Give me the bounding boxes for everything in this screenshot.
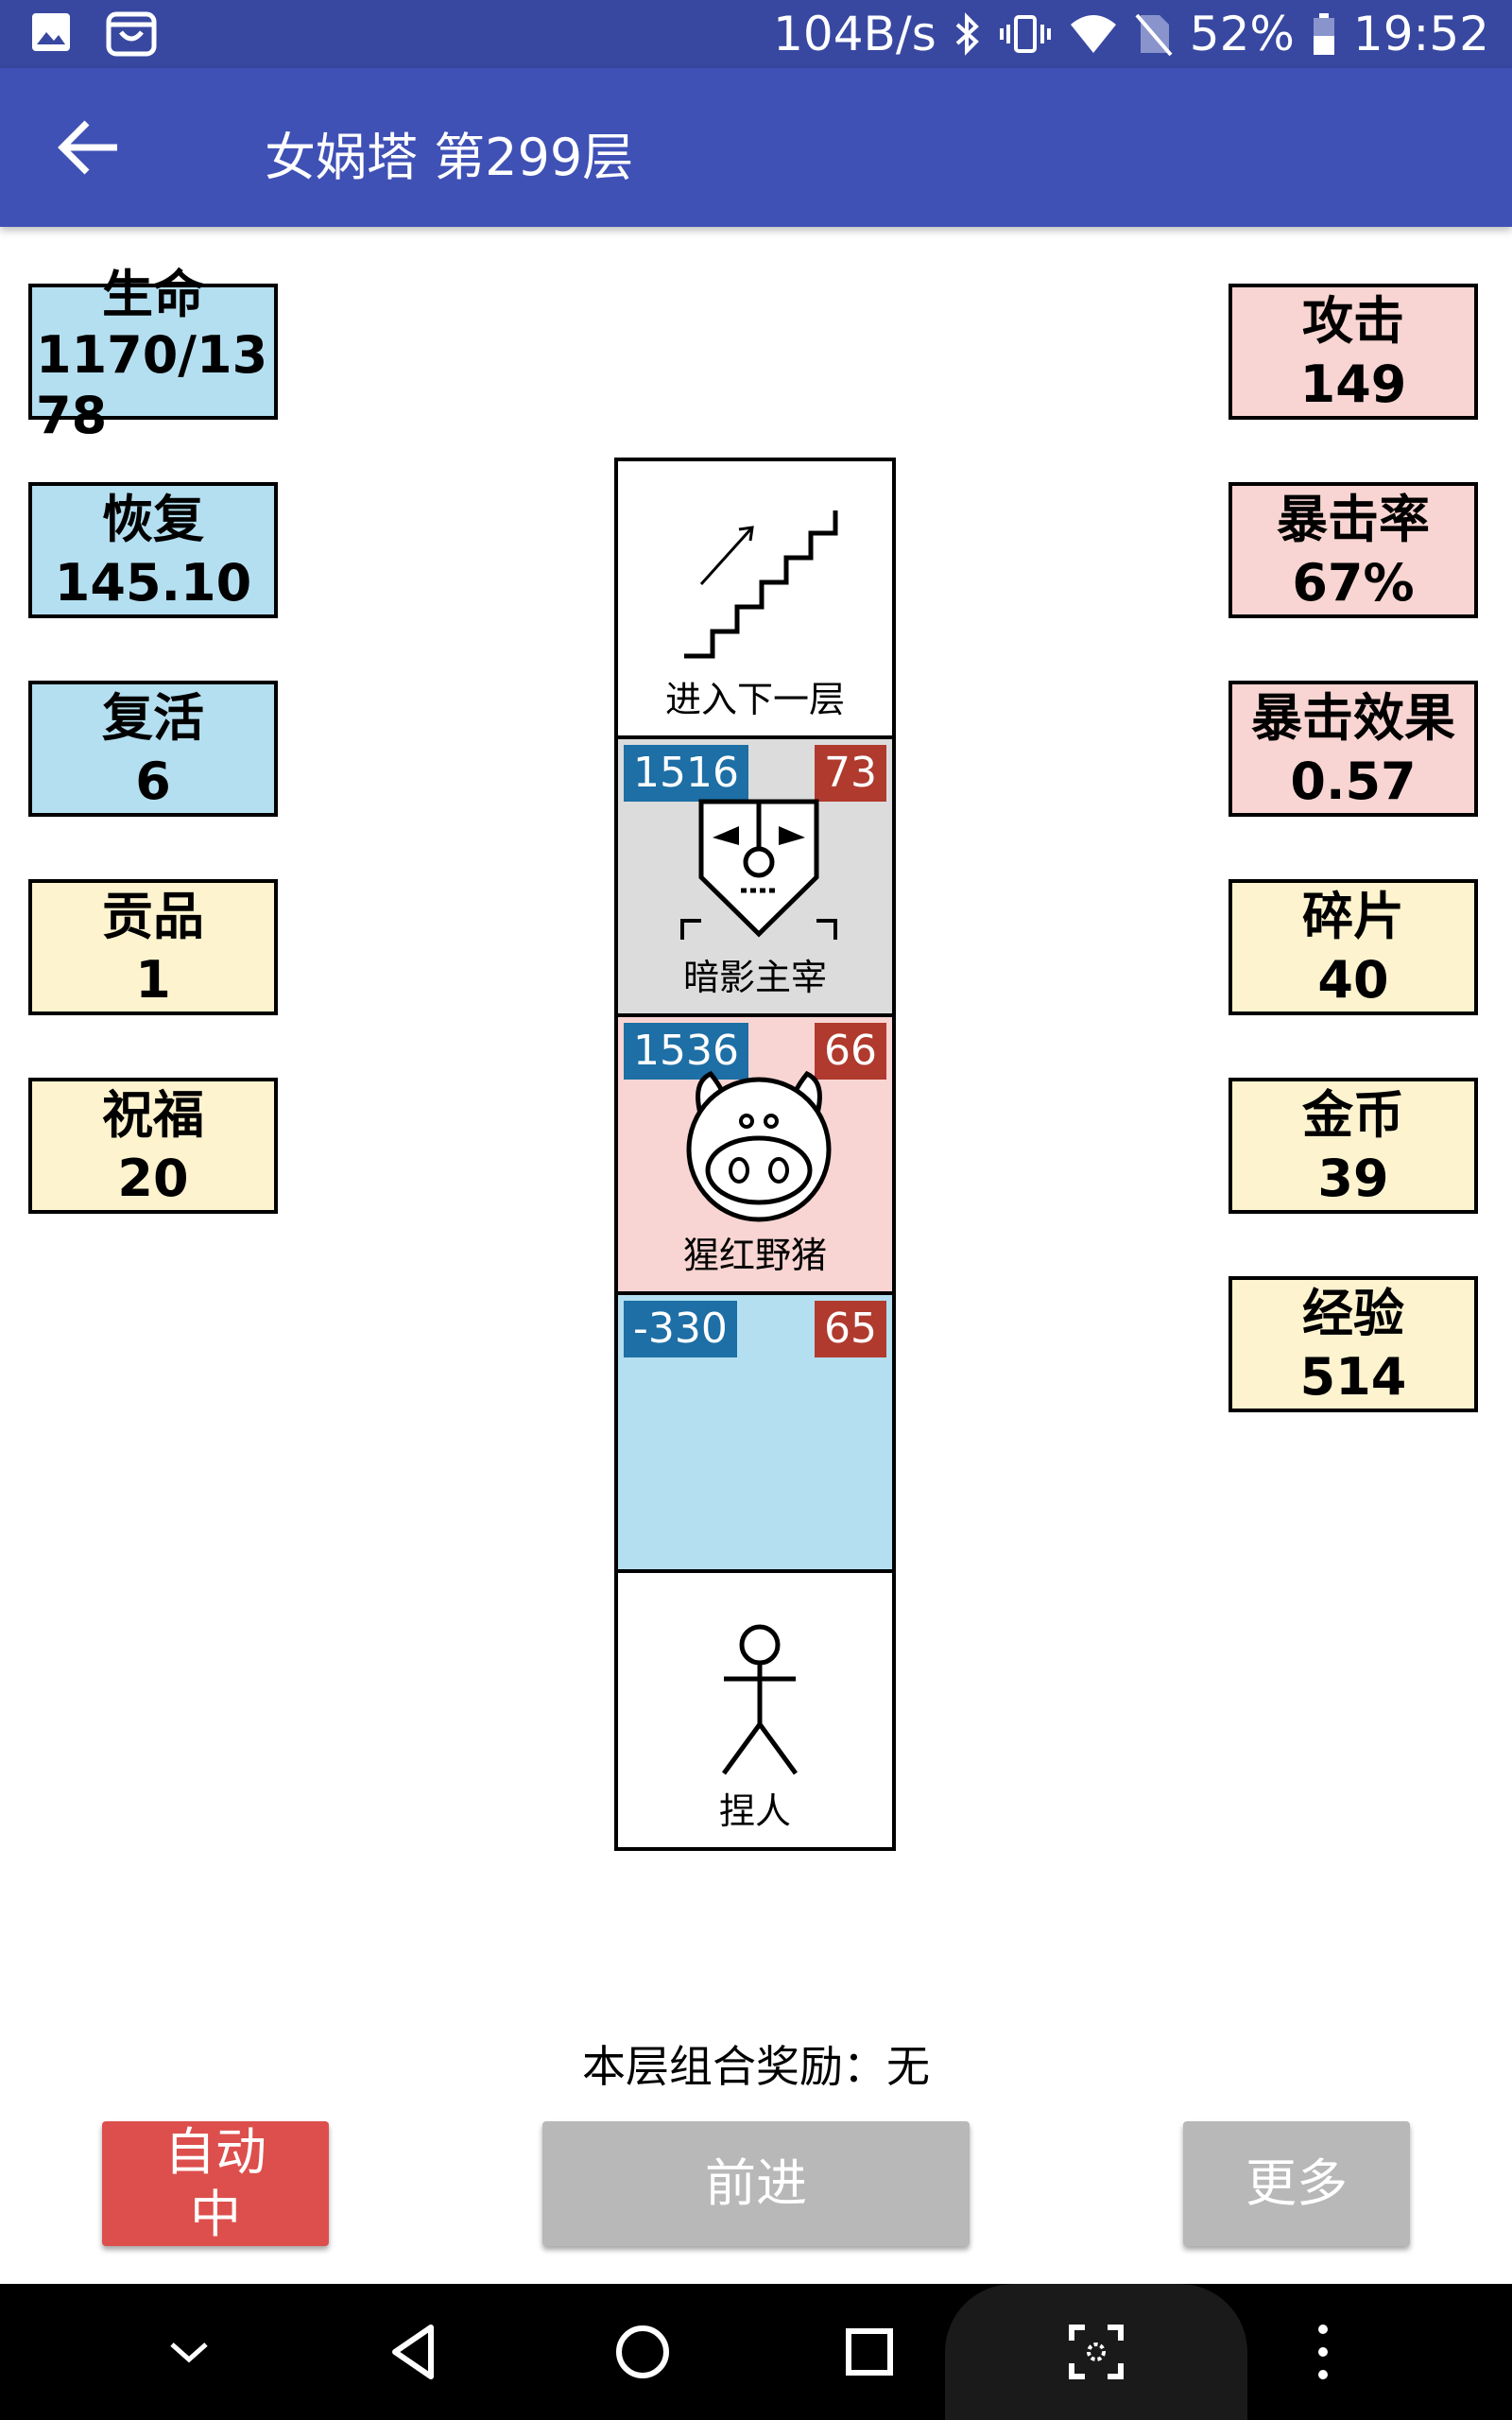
stat-label: 金币 — [1302, 1085, 1404, 1145]
stat-value: 40 — [1317, 950, 1389, 1010]
stat-value: 0.57 — [1290, 752, 1417, 811]
stat-label: 碎片 — [1302, 887, 1404, 946]
stat-value: 39 — [1317, 1149, 1389, 1208]
tower-cell-buff[interactable]: -330 65 — [614, 1291, 896, 1573]
stat-label: 贡品 — [102, 887, 204, 946]
enemy-name: 暗影主宰 — [682, 957, 827, 998]
tower-cell-enemy-2[interactable]: 1536 66 猩红野猪 — [614, 1013, 896, 1295]
shop-bag-icon — [106, 11, 157, 57]
enemy-hp-badge: 1536 — [624, 1023, 748, 1080]
auto-button[interactable]: 自动 中 — [102, 2121, 329, 2246]
stat-label: 恢复 — [102, 490, 204, 549]
stat-attack: 攻击 149 — [1228, 284, 1478, 420]
auto-button-line1: 自动 — [164, 2122, 266, 2182]
stat-value: 1 — [135, 950, 171, 1010]
stat-value: 149 — [1299, 354, 1407, 414]
more-button[interactable]: 更多 — [1183, 2121, 1410, 2246]
nav-pill — [945, 2284, 1247, 2420]
stat-crit-effect: 暴击效果 0.57 — [1228, 681, 1478, 817]
enemy-atk-badge: 73 — [815, 745, 886, 802]
stat-label: 生命 — [102, 265, 204, 324]
stat-label: 祝福 — [102, 1085, 204, 1145]
stat-value: 67% — [1292, 553, 1415, 613]
tower-cell-player[interactable]: 捏人 — [614, 1569, 896, 1851]
stat-blessing: 祝福 20 — [28, 1078, 278, 1214]
stat-revive: 复活 6 — [28, 681, 278, 817]
no-sim-icon — [1135, 13, 1173, 57]
buff-hp-badge: -330 — [624, 1301, 737, 1357]
more-dots-icon[interactable] — [1289, 2318, 1357, 2386]
stat-label: 暴击率 — [1277, 490, 1430, 549]
vibrate-icon — [999, 15, 1051, 53]
auto-button-line2: 中 — [190, 2185, 241, 2244]
player-name: 捏人 — [718, 1790, 791, 1832]
stat-value: 1170/1378 — [36, 325, 268, 445]
app-bar: 女娲塔 第299层 — [0, 68, 1512, 227]
stat-label: 复活 — [102, 688, 204, 748]
system-nav-bar — [0, 2284, 1512, 2420]
clock: 19:52 — [1352, 7, 1489, 61]
stat-crit-rate: 暴击率 67% — [1228, 482, 1478, 618]
enemy-hp-badge: 1516 — [624, 745, 748, 802]
combo-reward-text: 本层组合奖励：无 — [582, 2041, 930, 2092]
collapse-chevron-icon[interactable] — [155, 2318, 223, 2386]
stat-offering: 贡品 1 — [28, 879, 278, 1015]
stat-label: 暴击效果 — [1251, 688, 1455, 748]
stat-regen: 恢复 145.10 — [28, 482, 278, 618]
stat-fragments: 碎片 40 — [1228, 879, 1478, 1015]
stat-value: 514 — [1299, 1347, 1407, 1407]
enemy-name: 猩红野猪 — [682, 1235, 827, 1276]
enemy-atk-badge: 66 — [815, 1023, 886, 1080]
stat-gold: 金币 39 — [1228, 1078, 1478, 1214]
home-circle-icon[interactable] — [609, 2318, 677, 2386]
net-speed: 104B/s — [773, 7, 936, 61]
screenshot-icon[interactable] — [1062, 2318, 1130, 2386]
bluetooth-icon — [955, 12, 979, 56]
tower-cell-stairs[interactable]: 进入下一层 — [614, 458, 896, 739]
gallery-icon — [32, 13, 70, 51]
stairs-label: 进入下一层 — [664, 679, 845, 720]
stat-value: 145.10 — [54, 553, 252, 613]
buff-atk-badge: 65 — [815, 1301, 886, 1357]
stat-hp: 生命 1170/1378 — [28, 265, 278, 445]
battery-percent: 52% — [1189, 7, 1295, 61]
tower-cell-enemy-1[interactable]: 1516 73 暗影主宰 — [614, 735, 896, 1017]
stat-experience: 经验 514 — [1228, 1276, 1478, 1412]
stick-figure-icon — [721, 1624, 799, 1775]
stat-label: 经验 — [1302, 1284, 1404, 1343]
stat-label: 攻击 — [1302, 291, 1404, 351]
back-triangle-icon[interactable] — [382, 2318, 450, 2386]
stat-value: 20 — [117, 1149, 189, 1208]
pig-icon — [686, 1070, 832, 1222]
tower-column: 进入下一层 1516 73 暗影主宰 1536 66 — [614, 458, 896, 1851]
forward-button[interactable]: 前进 — [542, 2121, 970, 2246]
arrow-left-icon[interactable] — [53, 110, 129, 185]
status-bar: 104B/s 52% 19:52 — [0, 0, 1512, 68]
shadow-mask-icon — [680, 799, 837, 940]
stat-value: 6 — [135, 752, 171, 811]
wifi-icon — [1070, 15, 1116, 53]
battery-icon — [1313, 13, 1334, 55]
stairs-icon — [684, 510, 838, 659]
recents-square-icon[interactable] — [835, 2318, 903, 2386]
page-title: 女娲塔 第299层 — [265, 128, 634, 187]
